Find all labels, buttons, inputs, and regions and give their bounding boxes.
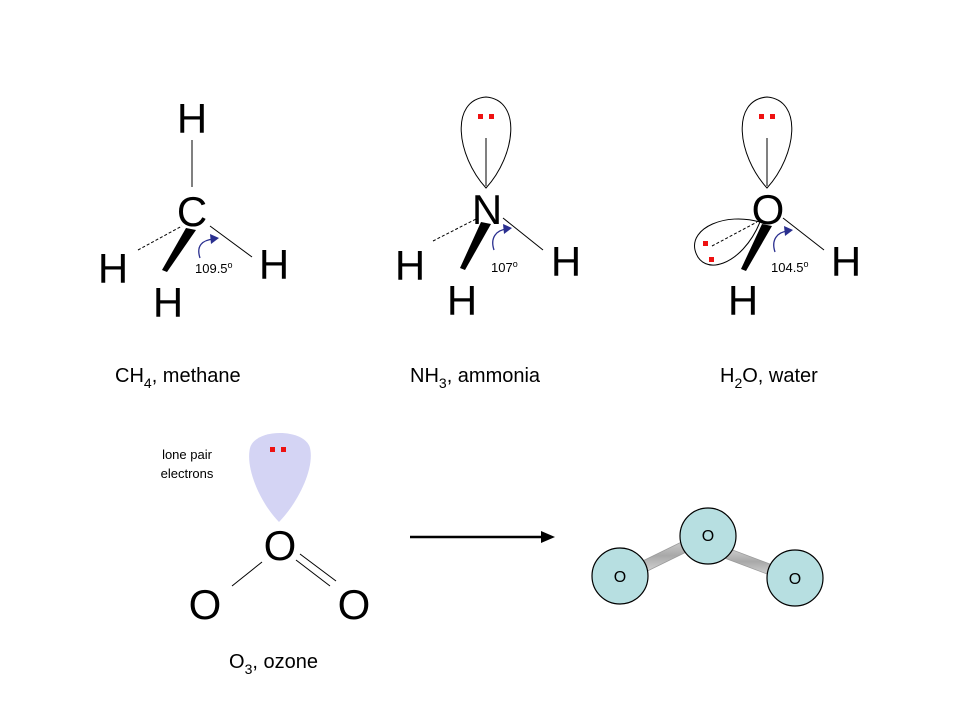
ozone-bond-single [231,561,263,587]
ozone-caption: O3, ozone [229,651,318,677]
water-lone-pair-dot [709,257,714,262]
ozone-structure: lone pair electrons O O O O3, ozone [161,433,371,677]
ammonia-atom-bottom: H [447,277,477,324]
ammonia-atom-right: H [551,238,581,285]
arrow-head [541,531,555,543]
ammonia-structure: N H H H 107o NH3, ammonia [395,96,581,391]
ammonia-bond-angle: 107o [491,259,518,275]
ammonia-lone-pair-dot [489,114,494,119]
methane-bond-angle: 109.5o [195,260,233,276]
methane-bond-right [209,225,253,258]
ozone-ball-stick-model: O O O [591,507,824,607]
ozone-atom-center: O [264,522,297,569]
water-lone-pair-orbital-top [741,96,793,189]
methane-caption: CH4, methane [115,365,241,391]
methane-bond-wedge [162,228,196,272]
methane-atom-left: H [98,245,128,292]
ammonia-caption: NH3, ammonia [410,365,541,391]
water-caption: H2O, water [720,365,818,391]
ammonia-bond-wedge [460,222,491,270]
methane-structure: H C H H H 109.5o CH4, methane [98,95,289,391]
ammonia-atom-center: N [472,186,502,233]
ozone-bond-double-a [295,559,331,587]
water-angle-arrowhead [784,226,793,236]
methane-atom-center: C [177,188,207,235]
ozone-lone-pair-dot [270,447,275,452]
ammonia-lone-pair-dot [478,114,483,119]
methane-bond-dashed [137,225,183,251]
ozone-bond-double-b [299,553,337,582]
ball-label-right: O [789,571,801,588]
ball-oxygen-top [679,507,737,565]
ammonia-lone-pair-orbital [460,96,512,189]
ball-oxygen-right [766,549,824,607]
water-orbital-axis-left [711,221,758,247]
water-atom-center: O [752,186,785,233]
lone-pair-label-line2: electrons [161,466,214,481]
ozone-lone-pair-dot [281,447,286,452]
water-bond-angle: 104.5o [771,259,809,275]
water-lone-pair-orbital-left [694,218,761,266]
methane-angle-arrowhead [210,234,219,244]
water-bond-right [782,217,825,251]
transition-arrow [410,531,555,543]
ammonia-bond-dashed [432,217,479,242]
methane-atom-right: H [259,241,289,288]
ozone-atom-left: O [189,581,222,628]
water-lone-pair-dot [759,114,764,119]
water-structure: O H H 104.5o H2O, water [694,96,861,391]
ball-label-top: O [702,528,714,545]
ozone-lone-pair-lobe [249,433,311,522]
ball-label-left: O [614,569,626,586]
methane-atom-bottom: H [153,279,183,326]
water-bond-wedge [741,224,772,271]
water-lone-pair-dot [770,114,775,119]
methane-atom-top: H [177,95,207,142]
ammonia-angle-arrowhead [503,224,512,234]
ammonia-bond-right [502,217,544,251]
ozone-atom-right: O [338,581,371,628]
lone-pair-label-line1: lone pair [162,447,213,462]
ammonia-atom-left: H [395,242,425,289]
water-atom-right: H [831,238,861,285]
ball-oxygen-left [591,547,649,605]
water-atom-bottom: H [728,277,758,324]
water-lone-pair-dot [703,241,708,246]
